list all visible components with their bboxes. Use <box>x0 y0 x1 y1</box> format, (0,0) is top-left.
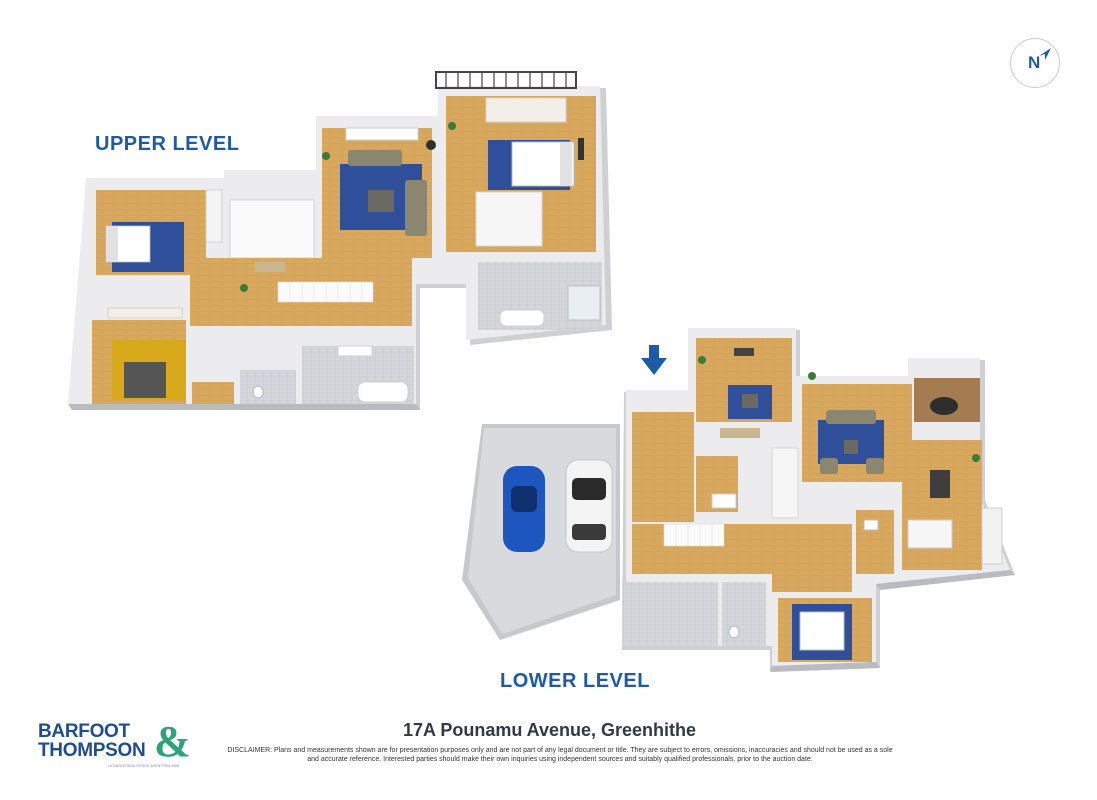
entry-arrow-icon <box>641 345 667 375</box>
upper-level-plan <box>68 71 612 410</box>
brand-tagline: LICENSED REAL ESTATE AGENT REA 2008 <box>108 764 180 768</box>
disclaimer-text: DISCLAIMER: Plans and measurements shown… <box>227 747 893 763</box>
property-address: 17A Pounamu Avenue, Greenhithe <box>0 720 1097 741</box>
upper-level-label: UPPER LEVEL <box>95 133 240 155</box>
car-blue <box>503 466 545 552</box>
brand-logo: BARFOOT THOMPSON & LICENSED REAL ESTATE … <box>38 717 191 770</box>
address-text: 17A Pounamu Avenue, Greenhithe <box>402 720 697 740</box>
car-white <box>565 459 613 553</box>
brand-ampersand: & <box>154 717 191 766</box>
lower-level-label: LOWER LEVEL <box>500 670 650 692</box>
brand-line1: BARFOOT <box>38 721 130 742</box>
north-arrow-icon <box>1039 48 1051 60</box>
north-label: N <box>1028 53 1041 72</box>
lower-level-plan <box>240 122 1015 672</box>
brand-line2: THOMPSON <box>38 740 146 761</box>
north-compass: N <box>1010 38 1060 88</box>
